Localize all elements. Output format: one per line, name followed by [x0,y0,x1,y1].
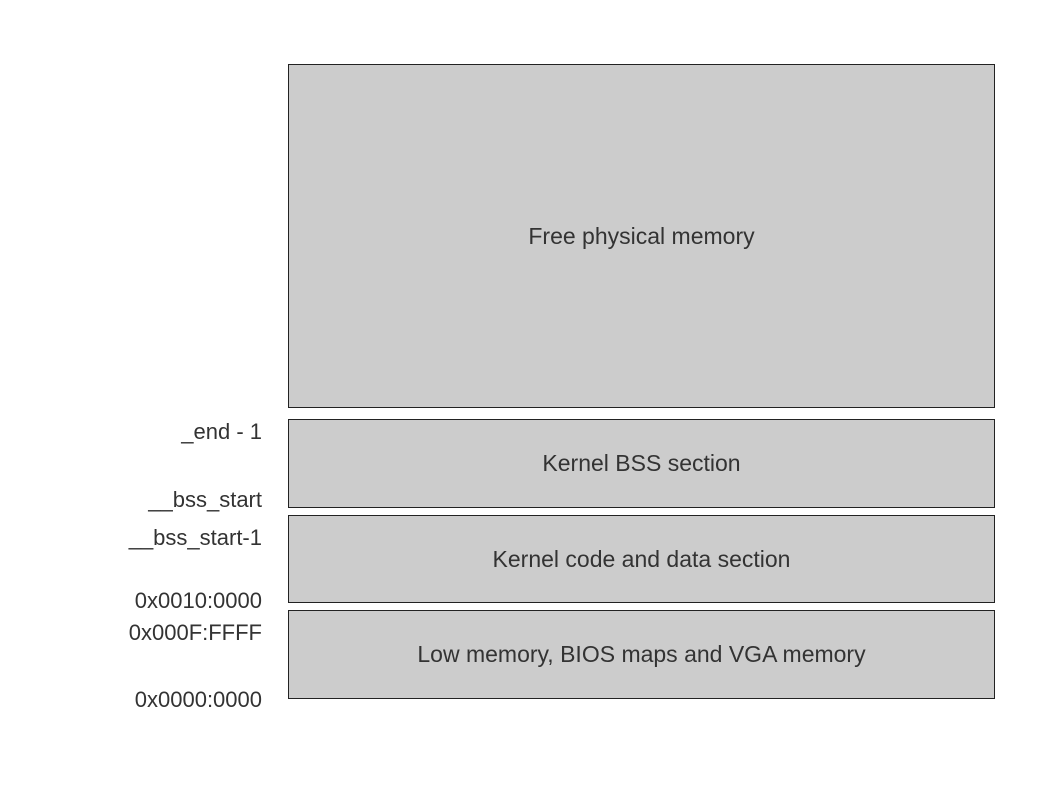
kernel-bss-region: Kernel BSS section [288,419,995,508]
low-memory-region: Low memory, BIOS maps and VGA memory [288,610,995,699]
kernel-bss-label: Kernel BSS section [542,450,741,476]
free-memory-region: Free physical memory [288,64,995,408]
kernel-code-data-region: Kernel code and data section [288,515,995,603]
address-kernel-base: 0x0010:0000 [134,588,262,613]
kernel-code-data-label: Kernel code and data section [492,545,791,572]
address-low-top: 0x000F:FFFF [128,620,262,645]
address-bss-start: __bss_start [148,487,262,512]
address-bss-start-minus-1: __bss_start-1 [128,525,262,550]
address-low-base: 0x0000:0000 [134,687,262,712]
low-memory-label: Low memory, BIOS maps and VGA memory [417,641,866,667]
free-memory-label: Free physical memory [528,222,755,249]
address-end-minus-1: _end - 1 [181,419,262,444]
